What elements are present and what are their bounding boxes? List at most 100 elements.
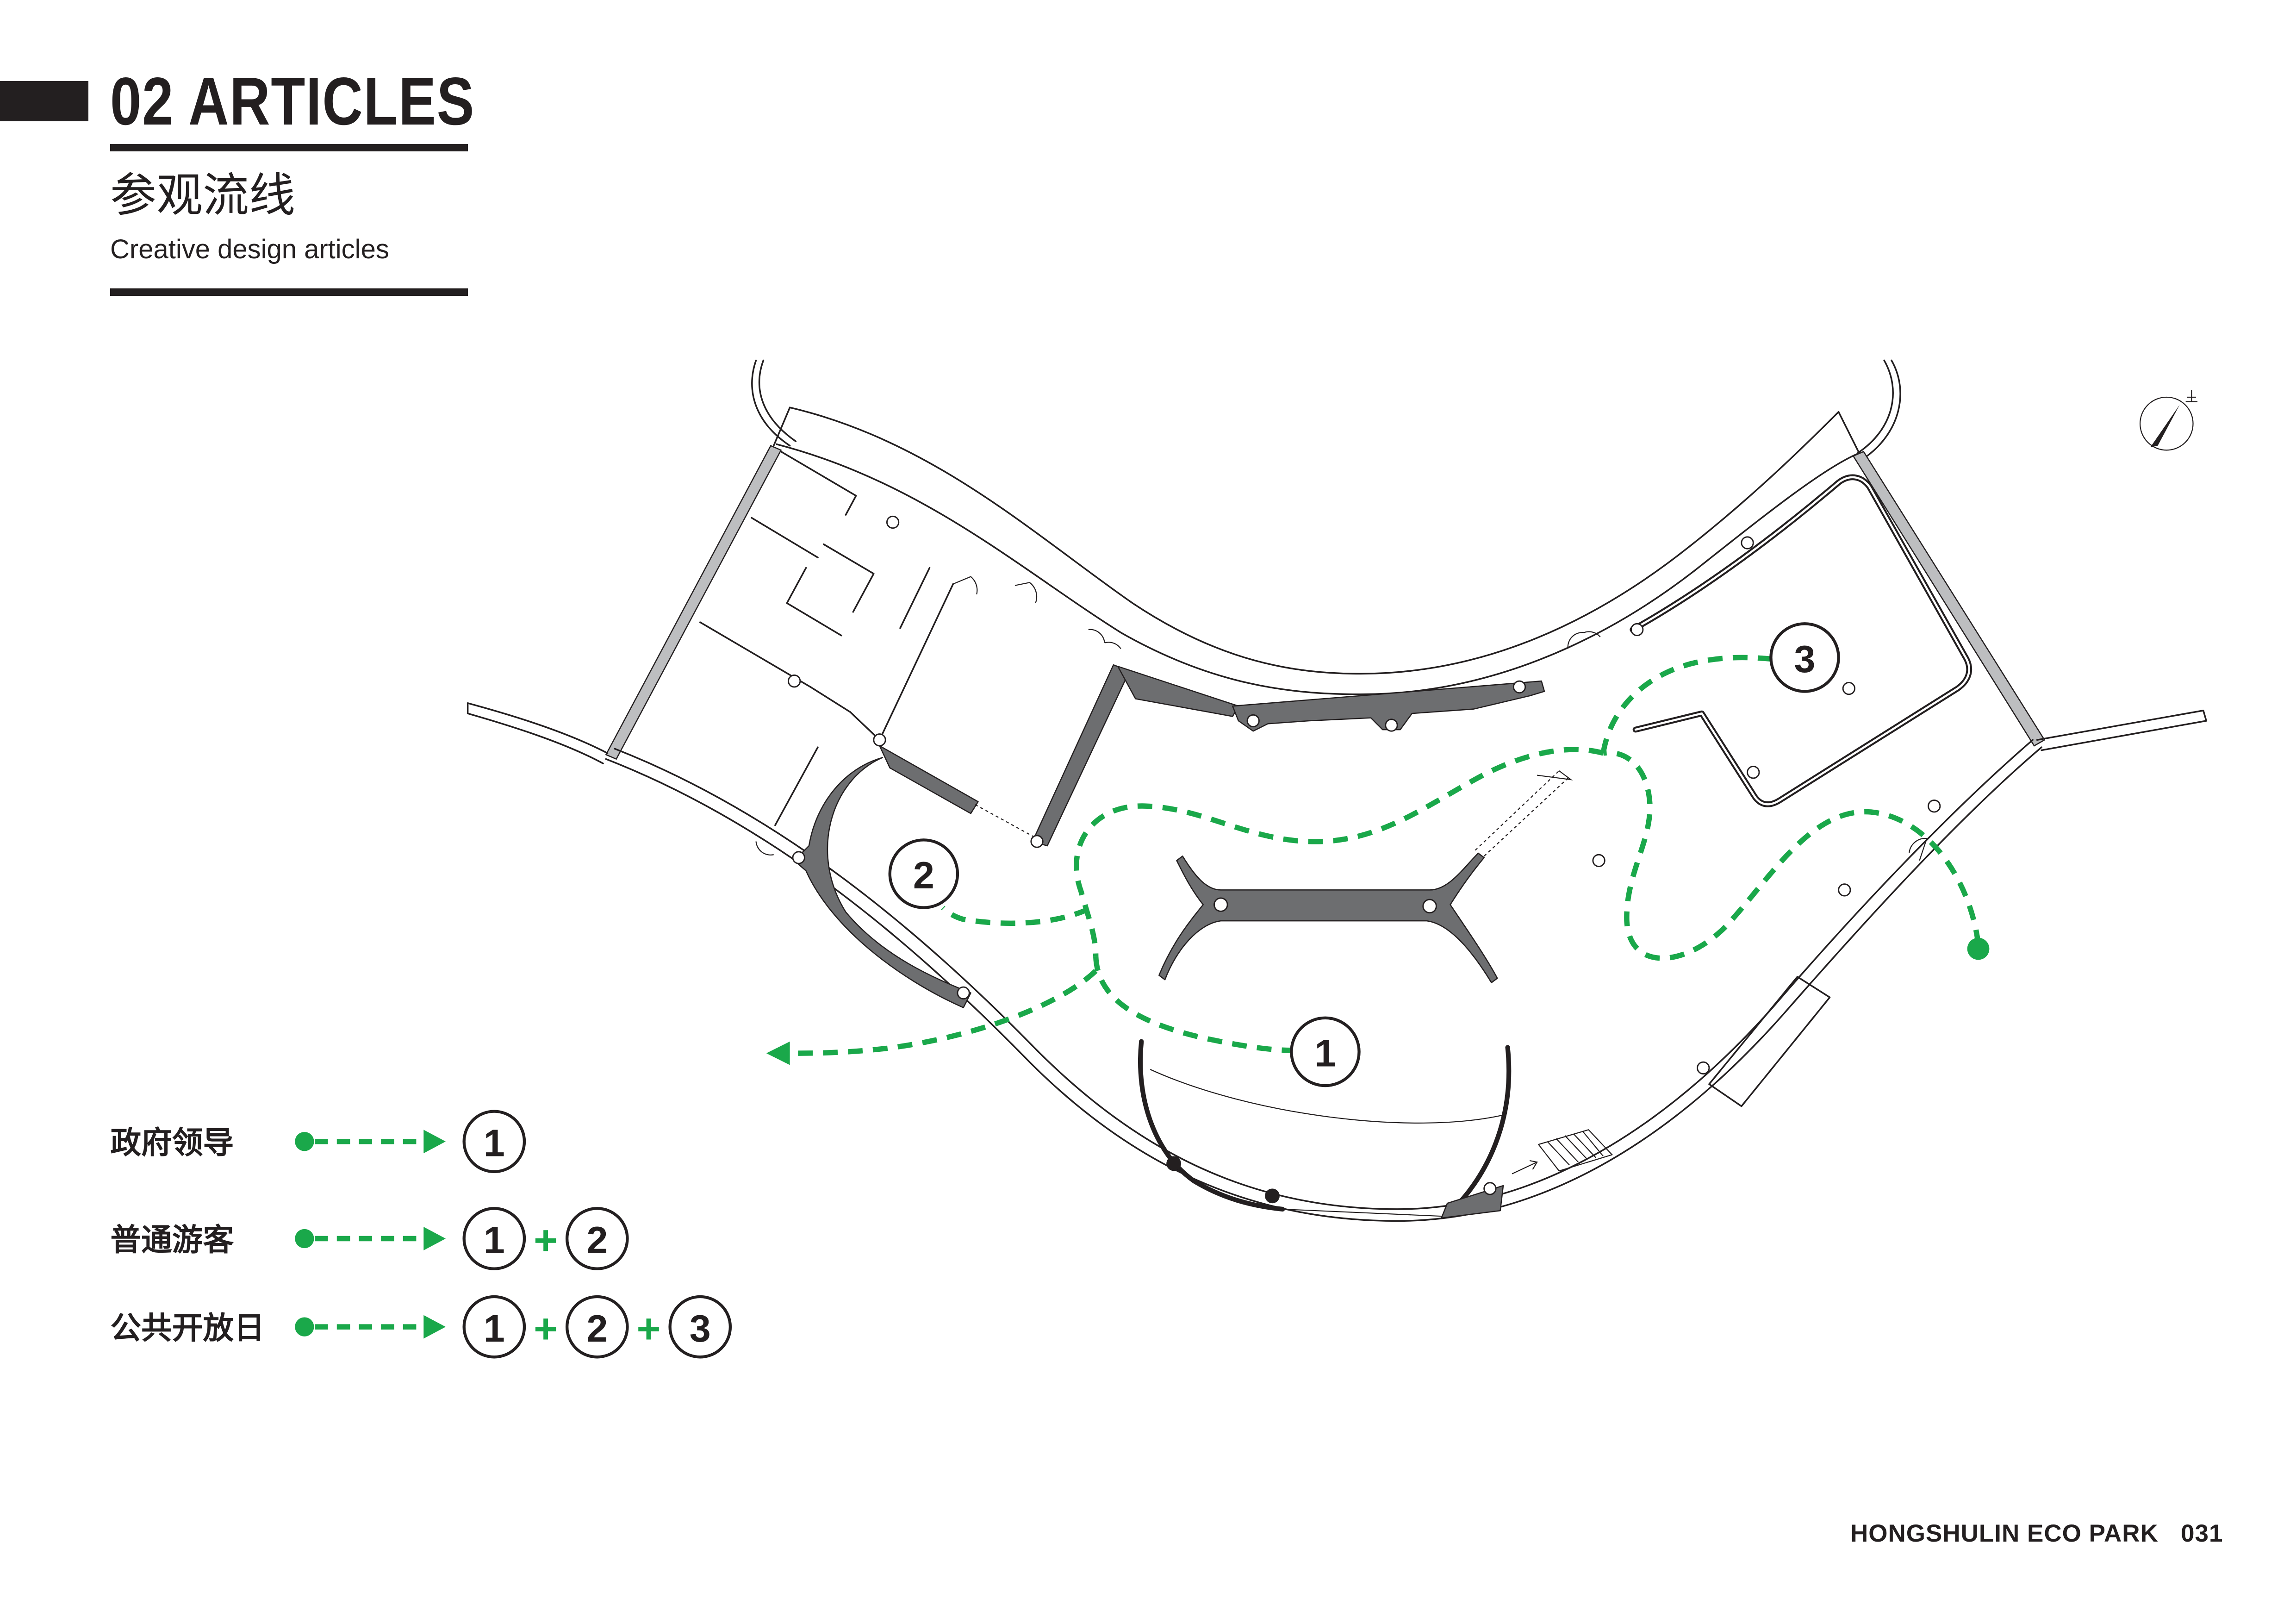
legend-arrow-icon [423, 1315, 446, 1339]
left-wing-rooms [699, 450, 954, 826]
legend-stop-number: 1 [484, 1218, 505, 1262]
legend-stop-number: 2 [586, 1307, 608, 1350]
subtitle-chinese: 参观流线 [110, 168, 295, 222]
legend-stop-number: 1 [484, 1121, 505, 1164]
stop-marker-2: 2 [888, 838, 959, 909]
column [1512, 680, 1526, 694]
south-facade-inner [614, 739, 2034, 1210]
legend-stop-circle [668, 1295, 732, 1359]
column [873, 733, 886, 747]
compass-ring [2140, 396, 2194, 451]
railing-line-a [1475, 770, 1560, 851]
legend-label: 普通游客 [110, 1222, 234, 1258]
room-wall [849, 711, 881, 741]
legend-row-visitors: 普通游客 1 + 2 [110, 1207, 629, 1270]
east-extension-wall-b [2041, 720, 2207, 751]
top-left-cap-inner [758, 359, 797, 443]
route-to-stop-2 [941, 906, 1090, 926]
room-wall [786, 567, 842, 637]
curved-wall-top-wedge [879, 745, 979, 814]
legend-label: 公共开放日 [110, 1310, 265, 1346]
legend-start-dot [295, 1317, 314, 1337]
column [1838, 883, 1851, 897]
subtitle-english: Creative design articles [110, 234, 389, 264]
legend-start-dot [295, 1229, 314, 1249]
legend-stop-number: 1 [484, 1307, 505, 1350]
railing-line-b [1483, 778, 1568, 857]
legend-row-government: 政府领导 1 [110, 1110, 526, 1174]
left-wing-top-edge [772, 406, 791, 447]
column [1741, 536, 1754, 550]
header-accent-bar [0, 81, 88, 121]
route-start-dot [1967, 937, 1990, 960]
auditorium-base-line [1282, 1208, 1449, 1217]
door-swing [1909, 837, 1928, 861]
column [1630, 623, 1644, 637]
room-wall [699, 621, 851, 713]
building-outline [467, 359, 2207, 1222]
legend-plus-sign: + [534, 1217, 558, 1263]
dotted-screen [975, 804, 1038, 839]
right-wing-top-edge [1837, 411, 1860, 454]
room-wall [899, 567, 931, 629]
room-wall [822, 543, 875, 613]
east-room-wall-core [1631, 476, 1970, 806]
legend-plus-sign: + [637, 1305, 661, 1351]
legend-start-dot [295, 1132, 314, 1151]
column [1385, 718, 1398, 732]
plan-stop-markers: 1 2 3 [888, 622, 1840, 1087]
canopy-edge-inner [776, 443, 1860, 695]
column [886, 515, 900, 529]
stop-marker-number: 1 [1314, 1032, 1336, 1075]
legend-stop-circle [462, 1295, 526, 1359]
legend-stop-number: 2 [586, 1218, 608, 1262]
door-swing [952, 576, 978, 594]
column [1483, 1182, 1497, 1195]
legend-label: 政府领导 [110, 1124, 234, 1161]
section-title: 02 ARTICLES [110, 63, 475, 139]
interior-walls [793, 664, 1573, 1008]
stair-arrow [1512, 1160, 1538, 1174]
room-wall [774, 746, 819, 826]
legend-stop-number: 3 [690, 1307, 711, 1350]
column [957, 986, 970, 999]
legend-stop-circle [462, 1110, 526, 1174]
column [1928, 800, 1941, 813]
columns [788, 515, 1941, 1195]
black-column [1265, 1188, 1280, 1204]
route-to-stop-1 [1093, 956, 1292, 1053]
stop-marker-3: 3 [1769, 622, 1840, 693]
stop-marker-circle [1769, 622, 1840, 693]
column [1246, 714, 1260, 728]
room-wall [780, 450, 857, 516]
legend-stop-circle [565, 1295, 629, 1359]
column [792, 851, 805, 864]
staircase [1537, 1129, 1613, 1172]
door-swing [755, 841, 774, 856]
west-extension-wall-b [467, 712, 604, 764]
legend-row-open-day: 公共开放日 1 + 2 + 3 [110, 1295, 732, 1359]
compass-needle-icon [2150, 404, 2180, 447]
top-right-cap-inner [1864, 359, 1901, 458]
room-wall [878, 583, 954, 741]
route-entry-segment [1603, 750, 1981, 961]
stop-marker-1: 1 [1290, 1016, 1361, 1087]
column [1842, 681, 1856, 695]
central-h-wall [1158, 852, 1498, 983]
column [1697, 1061, 1710, 1075]
annex-box [1708, 976, 1831, 1107]
legend-arrow-icon [423, 1227, 446, 1250]
door-swing [1088, 629, 1121, 649]
column [1747, 766, 1760, 779]
railing-end [1537, 770, 1573, 781]
legend-plus-sign: + [534, 1305, 558, 1351]
stop-marker-number: 3 [1794, 637, 1816, 681]
legend-arrow-icon [423, 1130, 446, 1154]
column [1030, 835, 1044, 848]
column [788, 675, 801, 688]
stop-marker-circle [888, 838, 959, 909]
route-to-stop-3 [1600, 655, 1773, 754]
stop-marker-number: 2 [913, 854, 934, 897]
route-central-segment [1074, 747, 1604, 956]
left-wing-outer-wall [605, 445, 782, 760]
